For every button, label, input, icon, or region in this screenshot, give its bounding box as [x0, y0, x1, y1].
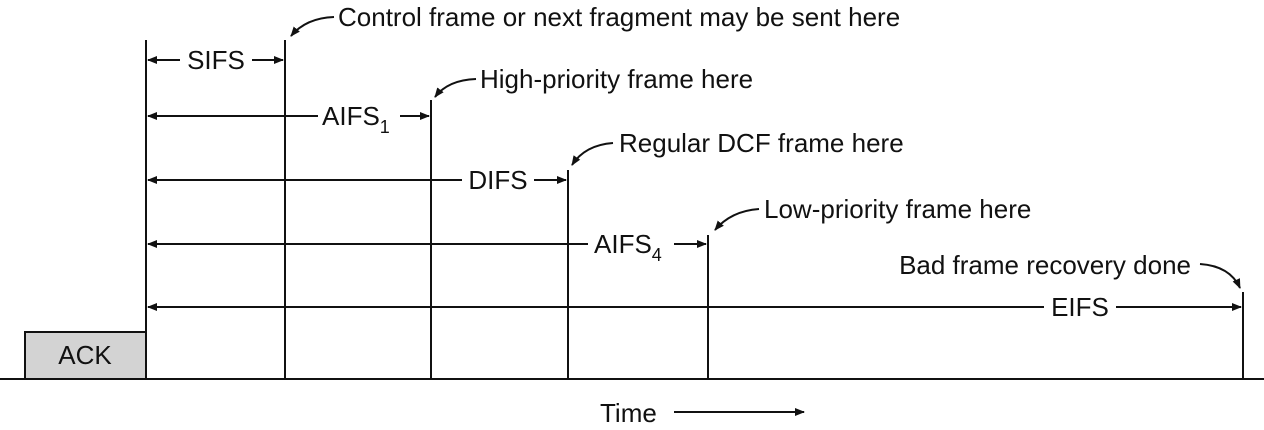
- difs-interval: DIFS: [147, 165, 567, 195]
- regular-dcf-annotation: Regular DCF frame here: [571, 128, 904, 166]
- eifs-interval: EIFS: [147, 292, 1242, 322]
- control-frame-pointer: [290, 16, 335, 37]
- bad-frame-pointer: [1199, 263, 1241, 289]
- high-priority-text: High-priority frame here: [480, 64, 753, 94]
- aifs1-label-main: AIFS: [322, 101, 380, 131]
- control-frame-annotation: Control frame or next fragment may be se…: [290, 2, 900, 37]
- low-priority-pointer: [714, 208, 760, 231]
- eifs-label: EIFS: [1051, 292, 1109, 322]
- time-label: Time: [600, 398, 657, 428]
- aifs4-label: AIFS4: [594, 229, 662, 265]
- bad-frame-text: Bad frame recovery done: [899, 250, 1191, 280]
- ack-label: ACK: [58, 340, 112, 370]
- aifs4-label-main: AIFS: [594, 229, 652, 259]
- low-priority-annotation: Low-priority frame here: [714, 194, 1031, 231]
- high-priority-pointer: [434, 78, 477, 98]
- sifs-label: SIFS: [187, 45, 245, 75]
- difs-label: DIFS: [468, 165, 527, 195]
- regular-dcf-pointer: [571, 142, 614, 166]
- aifs1-interval: AIFS1: [147, 101, 430, 137]
- high-priority-annotation: High-priority frame here: [434, 64, 753, 98]
- bad-frame-annotation: Bad frame recovery done: [899, 250, 1241, 289]
- low-priority-text: Low-priority frame here: [764, 194, 1031, 224]
- time-axis-label: Time: [600, 398, 805, 428]
- aifs1-label-subscript: 1: [380, 117, 390, 137]
- regular-dcf-text: Regular DCF frame here: [619, 128, 904, 158]
- aifs1-label: AIFS1: [322, 101, 390, 137]
- control-frame-text: Control frame or next fragment may be se…: [338, 2, 900, 32]
- sifs-interval: SIFS: [147, 45, 284, 75]
- aifs4-label-subscript: 4: [652, 245, 662, 265]
- aifs4-interval: AIFS4: [147, 229, 707, 265]
